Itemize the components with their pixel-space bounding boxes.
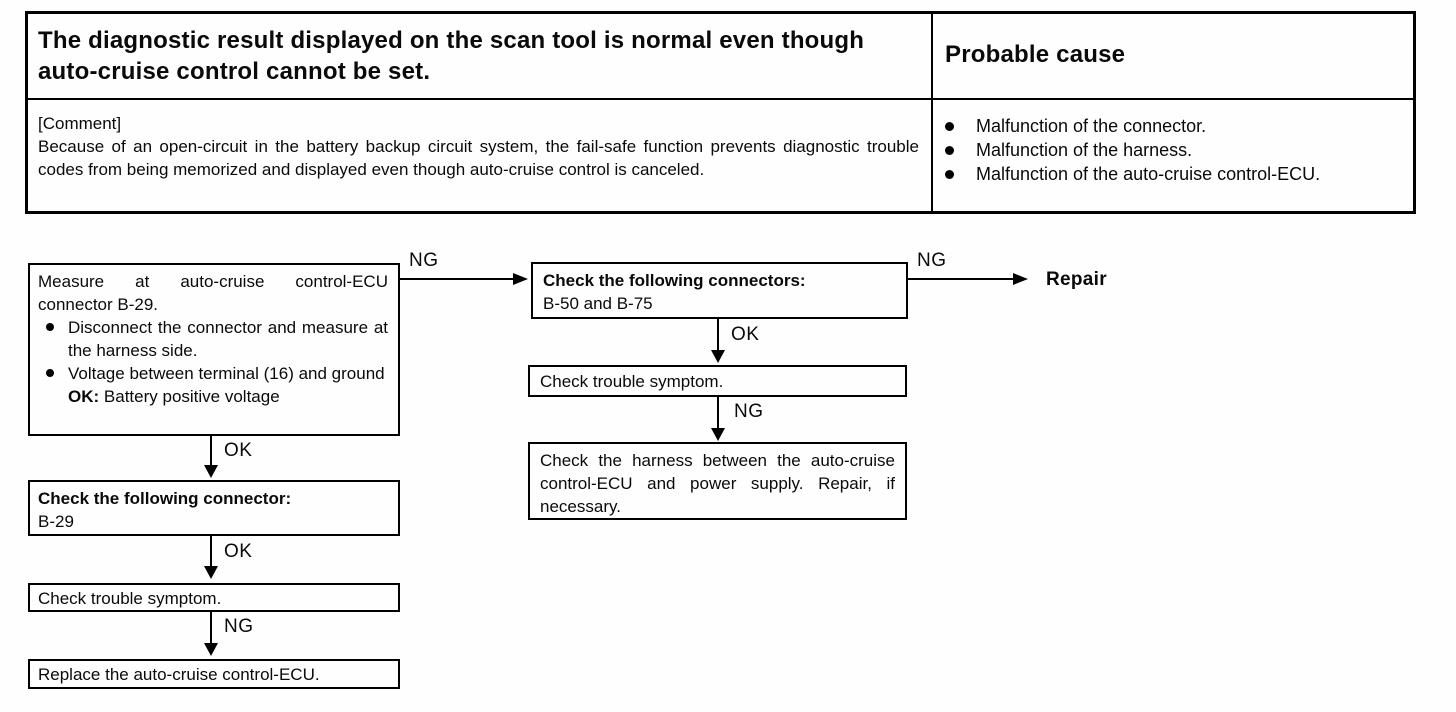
flow-box-check-symptom-mid: Check trouble symptom. — [528, 365, 907, 397]
measure-intro: Measure at auto-cruise control-ECU conne… — [38, 272, 388, 314]
check-connectors-title: Check the following connectors: — [543, 271, 806, 290]
arrowhead-down-icon — [204, 465, 218, 478]
flow-box-measure: Measure at auto-cruise control-ECU conne… — [28, 263, 400, 436]
ok-label: OK — [224, 541, 253, 562]
repair-terminal-label: Repair — [1046, 269, 1107, 290]
arrow-line — [210, 436, 212, 466]
probable-cause-text: Malfunction of the harness. — [976, 140, 1193, 160]
arrowhead-right-icon — [513, 273, 528, 285]
ok-criteria-label: OK: — [68, 387, 100, 406]
flow-box-check-harness: Check the harness between the auto-cruis… — [528, 442, 907, 520]
voltage-check-text: Voltage between terminal (16) and ground — [68, 364, 385, 383]
check-harness-text: Check the harness between the auto-cruis… — [540, 451, 895, 516]
comment-cell: [Comment] Because of an open-circuit in … — [28, 98, 931, 211]
arrowhead-down-icon — [711, 350, 725, 363]
arrowhead-down-icon — [204, 643, 218, 656]
probable-cause-header-cell: Probable cause — [931, 14, 1413, 98]
probable-cause-item: Malfunction of the harness. — [945, 138, 1399, 162]
ng-label: NG — [224, 616, 254, 637]
flow-box-check-connector: Check the following connector: B-29 — [28, 480, 400, 536]
table-title-cell: The diagnostic result displayed on the s… — [28, 14, 931, 98]
bullet-icon — [945, 122, 954, 131]
measure-bullet-text: Voltage between terminal (16) and ground… — [68, 362, 388, 408]
arrowhead-down-icon — [204, 566, 218, 579]
flow-box-check-symptom-left: Check trouble symptom. — [28, 583, 400, 612]
probable-cause-text: Malfunction of the connector. — [976, 116, 1207, 136]
measure-bullet-item: Disconnect the connector and measure at … — [38, 316, 388, 362]
ng-label: NG — [917, 250, 947, 271]
comment-label: [Comment] — [38, 114, 122, 133]
probable-cause-item: Malfunction of the auto-cruise control-E… — [945, 162, 1399, 186]
ok-criteria-line: OK: Battery positive voltage — [68, 385, 388, 408]
ng-label: NG — [734, 401, 764, 422]
probable-cause-list: Malfunction of the connector. Malfunctio… — [931, 98, 1413, 211]
bullet-icon — [46, 369, 54, 377]
check-connector-title: Check the following connector: — [38, 489, 292, 508]
diagnosis-table: The diagnostic result displayed on the s… — [25, 11, 1416, 214]
bullet-icon — [945, 146, 954, 155]
probable-cause-text: Malfunction of the auto-cruise control-E… — [976, 164, 1321, 184]
check-connector-detail: B-29 — [38, 512, 74, 531]
probable-cause-item: Malfunction of the connector. — [945, 114, 1399, 138]
arrow-line — [908, 278, 1013, 280]
ok-label: OK — [731, 324, 760, 345]
ok-criteria-value: Battery positive voltage — [103, 387, 280, 406]
probable-cause-heading: Probable cause — [945, 41, 1126, 68]
flow-box-replace-ecu: Replace the auto-cruise control-ECU. — [28, 659, 400, 689]
arrow-line — [400, 278, 513, 280]
bullet-icon — [945, 170, 954, 179]
page-title: The diagnostic result displayed on the s… — [38, 27, 865, 85]
check-connectors-detail: B-50 and B-75 — [543, 294, 653, 313]
measure-bullet-item: Voltage between terminal (16) and ground… — [38, 362, 388, 408]
arrow-line — [210, 612, 212, 644]
arrow-line — [717, 397, 719, 429]
arrow-line — [717, 319, 719, 351]
arrowhead-right-icon — [1013, 273, 1028, 285]
check-symptom-text: Check trouble symptom. — [540, 372, 724, 391]
replace-ecu-text: Replace the auto-cruise control-ECU. — [38, 665, 320, 684]
ng-label: NG — [409, 250, 439, 271]
ok-label: OK — [224, 440, 253, 461]
bullet-icon — [46, 323, 54, 331]
arrowhead-down-icon — [711, 428, 725, 441]
arrow-line — [210, 536, 212, 567]
measure-bullet-text: Disconnect the connector and measure at … — [68, 318, 388, 360]
check-symptom-text: Check trouble symptom. — [38, 589, 222, 608]
comment-text: Because of an open-circuit in the batter… — [38, 137, 919, 179]
flow-box-check-connectors: Check the following connectors: B-50 and… — [531, 262, 908, 319]
